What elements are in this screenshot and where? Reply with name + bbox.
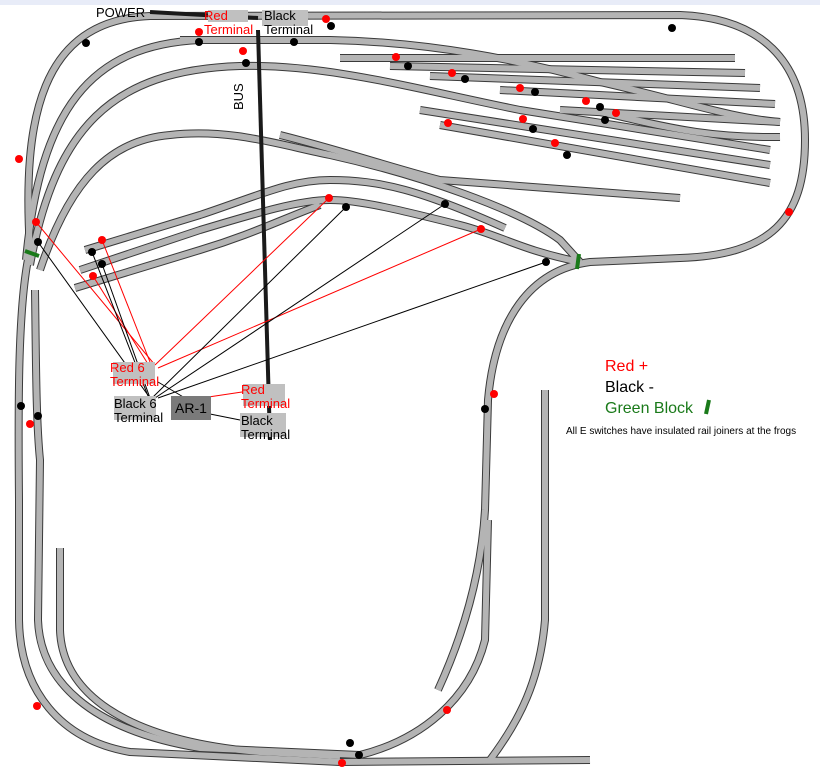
black-feeder-dot [82, 39, 90, 47]
top-red-terminal-box [208, 10, 248, 22]
red-feeder-dot [322, 15, 330, 23]
block-gap-marker [575, 253, 581, 270]
black-feeder-dot [17, 402, 25, 410]
black-feeder-dot [404, 62, 412, 70]
black-feeder-dot [542, 258, 550, 266]
red-feeder-dot [443, 706, 451, 714]
black-feeder-dot [346, 739, 354, 747]
red-feeder-dot [519, 115, 527, 123]
black-feeder-dot [195, 38, 203, 46]
black-wire [209, 413, 241, 421]
bus-black-terminal-box [240, 413, 286, 437]
black-feeders [17, 22, 676, 759]
red-wire [154, 197, 330, 366]
red-6-terminal-line1: Red 6 [110, 360, 145, 375]
red-feeder-dot [392, 53, 400, 61]
red-feeder-dot [15, 155, 23, 163]
block-gaps [24, 249, 581, 270]
red-feeder-dot [32, 218, 40, 226]
red-feeder-dot [89, 272, 97, 280]
red-wire [101, 239, 151, 363]
bus-black-terminal-line1: Black [241, 413, 273, 428]
red-feeder-dot [26, 420, 34, 428]
bus-red-terminal-line1: Red [241, 382, 265, 397]
red-feeder-dot [33, 702, 41, 710]
red-wire [35, 221, 156, 366]
black-6-terminal-label: Black 6 Terminal [114, 397, 163, 425]
top-red-terminal-line2: Terminal [204, 22, 254, 37]
block-gap-marker [24, 249, 40, 258]
black-wire [154, 203, 446, 399]
red-feeder-dot [325, 194, 333, 202]
legend-red: Red + [605, 358, 649, 375]
red-6-terminal-line2: Terminal [110, 374, 160, 389]
black-feeder-dot [441, 200, 449, 208]
black-feeder-dot [34, 238, 42, 246]
bus-red-terminal-line2: Terminal [241, 396, 291, 411]
black-feeder-dot [355, 751, 363, 759]
black-feeder-dot [34, 412, 42, 420]
black-feeder-dot [529, 125, 537, 133]
black-6-terminal-line2: Terminal [114, 410, 164, 425]
bus-label: BUS [231, 83, 246, 110]
red-feeder-dot [239, 47, 247, 55]
black-wire [151, 206, 347, 399]
bus-black-terminal-line2: Terminal [241, 427, 291, 442]
black-feeder-dot [668, 24, 676, 32]
top-red-terminal-label: Red Terminal [204, 9, 253, 37]
red-feeder-dot [582, 97, 590, 105]
black-6-terminal-box [114, 396, 156, 420]
top-black-terminal-label: Black Terminal [264, 9, 313, 37]
black-feeder-dot [342, 203, 350, 211]
red-feeder-dot [477, 225, 485, 233]
black-feeder-dot [563, 151, 571, 159]
black-feeder-dot [596, 103, 604, 111]
red-feeder-dot [444, 119, 452, 127]
top-black-terminal-box [262, 10, 308, 26]
ar-1-controller: AR-1 [171, 396, 211, 420]
red-feeder-wires [35, 197, 482, 403]
bus-red-terminal-label: Red Terminal [241, 383, 290, 411]
red-feeder-dot [195, 28, 203, 36]
red-6-terminal-box [113, 362, 155, 384]
black-wire [157, 261, 547, 399]
power-label: POWER [96, 5, 146, 20]
legend: Red + Black - Green Block [605, 356, 693, 419]
bus-black-terminal-label: Black Terminal [241, 414, 290, 442]
legend-block-marker [704, 399, 711, 415]
legend-green: Green Block [605, 400, 694, 417]
top-black-terminal-line1: Black [264, 8, 296, 23]
switch-note: All E switches have insulated rail joine… [566, 426, 797, 437]
legend-black: Black - [605, 379, 654, 396]
black-feeder-dot [290, 38, 298, 46]
red-feeder-dot [98, 236, 106, 244]
red-feeder-dot [785, 208, 793, 216]
black-feeder-dot [531, 88, 539, 96]
red-feeder-dot [448, 69, 456, 77]
black-feeder-dot [461, 75, 469, 83]
black-6-terminal-line1: Black 6 [114, 396, 157, 411]
top-black-terminal-line2: Terminal [264, 22, 314, 37]
bus-red-terminal-box [243, 384, 285, 406]
red-feeder-dot [551, 139, 559, 147]
red-feeder-dot [516, 84, 524, 92]
black-wire [157, 381, 186, 399]
bus-wire [256, 29, 272, 441]
black-feeder-dot [327, 22, 335, 30]
red-6-terminal-label: Red 6 Terminal [110, 361, 159, 389]
red-wire [157, 228, 482, 369]
black-feeder-dot [242, 59, 250, 67]
black-feeder-dot [481, 405, 489, 413]
red-feeder-dot [338, 759, 346, 767]
black-feeder-dot [98, 260, 106, 268]
red-feeder-dot [612, 109, 620, 117]
red-feeders [15, 15, 793, 767]
red-feeder-dot [490, 390, 498, 398]
top-band [0, 0, 820, 5]
top-red-terminal-line1: Red [204, 8, 228, 23]
red-wire [92, 275, 149, 365]
black-feeder-dot [601, 116, 609, 124]
black-feeder-dot [88, 248, 96, 256]
